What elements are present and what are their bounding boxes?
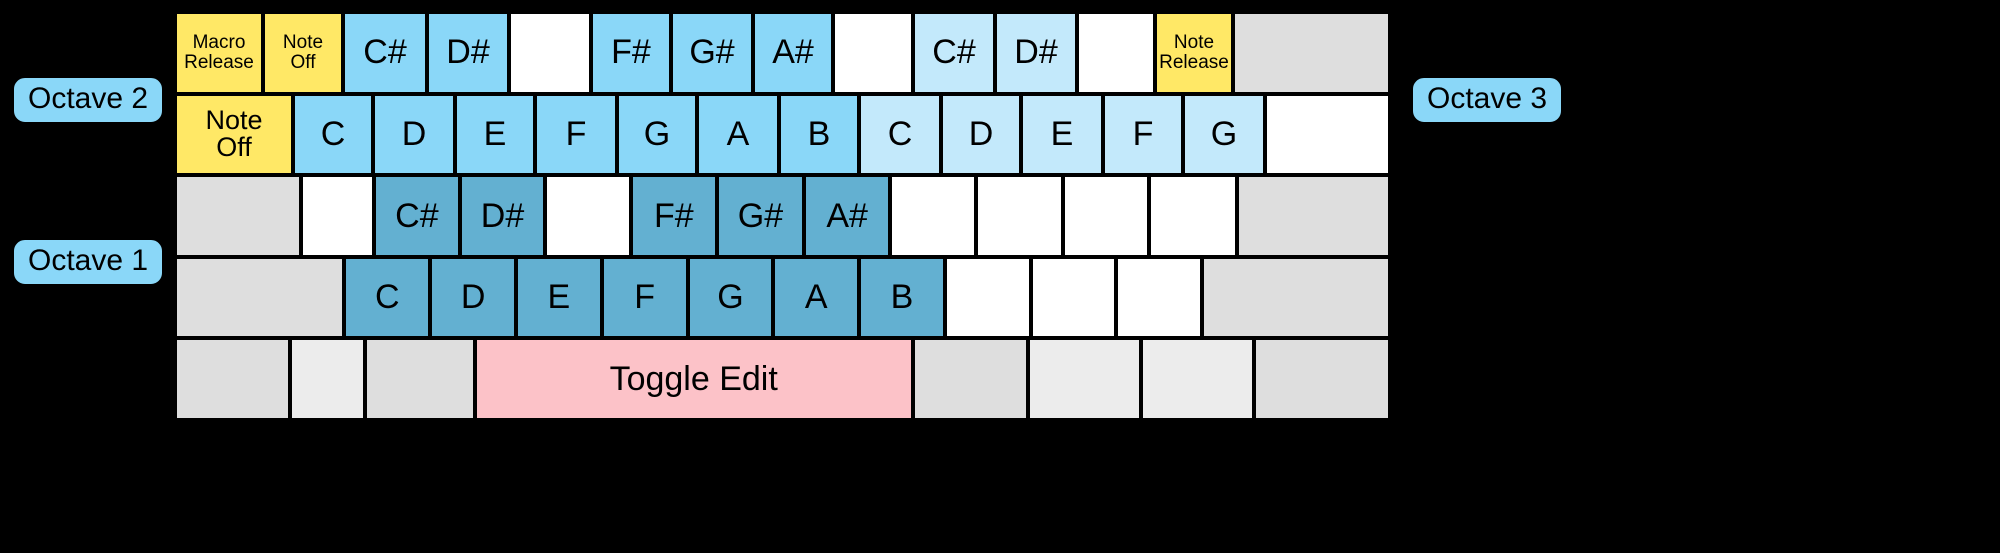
key-octave2-sharps-4-blank xyxy=(509,12,591,94)
key-octave2-naturals-12-g[interactable]: G xyxy=(1183,93,1265,176)
key-octave1-sharps-0-blank xyxy=(175,175,302,257)
key-octave1-sharps-9-blank xyxy=(975,175,1064,257)
key-bottom-modifiers-7-blank xyxy=(1253,338,1390,420)
octave-3-label: Octave 3 xyxy=(1411,76,1564,124)
key-octave1-naturals-8-blank xyxy=(944,256,1031,339)
key-octave1-naturals-10-blank xyxy=(1116,256,1203,339)
key-octave1-naturals-6-a[interactable]: A xyxy=(773,256,860,339)
key-octave2-sharps-13-blank xyxy=(1233,12,1390,94)
key-octave2-naturals-11-f[interactable]: F xyxy=(1103,93,1183,176)
keyboard-row-bottom-modifiers: Toggle Edit xyxy=(175,338,1390,420)
key-octave2-naturals-6-a[interactable]: A xyxy=(697,93,779,176)
key-octave2-naturals-8-c[interactable]: C xyxy=(859,93,941,176)
key-bottom-modifiers-4-blank xyxy=(912,338,1028,420)
key-octave1-sharps-11-blank xyxy=(1149,175,1237,257)
key-octave1-sharps-2-csharp[interactable]: C# xyxy=(374,175,460,257)
key-octave1-naturals-3-e[interactable]: E xyxy=(515,256,602,339)
key-octave2-naturals-9-d[interactable]: D xyxy=(941,93,1021,176)
key-octave2-naturals-1-c[interactable]: C xyxy=(293,93,373,176)
octave-1-label: Octave 1 xyxy=(12,238,165,286)
key-octave2-naturals-5-g[interactable]: G xyxy=(617,93,697,176)
key-bottom-modifiers-1-blank xyxy=(290,338,366,420)
key-octave2-sharps-7-asharp[interactable]: A# xyxy=(753,12,833,94)
key-octave1-sharps-1-blank xyxy=(301,175,375,257)
key-octave1-naturals-9-blank xyxy=(1030,256,1117,339)
key-octave1-sharps-6-gsharp[interactable]: G# xyxy=(716,175,805,257)
key-octave1-naturals-2-d[interactable]: D xyxy=(430,256,516,339)
key-octave2-naturals-3-e[interactable]: E xyxy=(455,93,535,176)
key-octave1-sharps-3-dsharp[interactable]: D# xyxy=(459,175,546,257)
key-octave2-sharps-9-csharp[interactable]: C# xyxy=(913,12,995,94)
key-octave2-sharps-3-dsharp[interactable]: D# xyxy=(427,12,509,94)
key-octave2-naturals-13-blank xyxy=(1265,93,1390,176)
key-octave1-sharps-5-fsharp[interactable]: F# xyxy=(630,175,717,257)
key-octave1-naturals-5-g[interactable]: G xyxy=(687,256,774,339)
key-octave2-naturals-4-f[interactable]: F xyxy=(535,93,617,176)
key-octave1-sharps-10-blank xyxy=(1063,175,1149,257)
key-octave1-naturals-0-blank xyxy=(175,256,345,339)
key-octave1-naturals-7-b[interactable]: B xyxy=(859,256,945,339)
key-octave2-naturals-2-d[interactable]: D xyxy=(373,93,455,176)
key-octave1-sharps-7-asharp[interactable]: A# xyxy=(804,175,890,257)
key-octave2-sharps-10-dsharp[interactable]: D# xyxy=(995,12,1077,94)
key-octave1-naturals-1-c[interactable]: C xyxy=(344,256,431,339)
key-octave1-naturals-4-f[interactable]: F xyxy=(601,256,688,339)
octave-2-label: Octave 2 xyxy=(12,76,165,124)
key-octave2-sharps-5-fsharp[interactable]: F# xyxy=(591,12,671,94)
key-octave2-naturals-7-b[interactable]: B xyxy=(779,93,859,176)
key-octave1-sharps-4-blank xyxy=(545,175,631,257)
key-bottom-modifiers-3-toggleedit[interactable]: Toggle Edit xyxy=(474,338,913,420)
key-bottom-modifiers-6-blank xyxy=(1140,338,1254,420)
key-bottom-modifiers-0-blank xyxy=(175,338,291,420)
key-octave1-sharps-8-blank xyxy=(889,175,976,257)
key-octave2-sharps-8-blank xyxy=(833,12,913,94)
key-bottom-modifiers-2-blank xyxy=(365,338,475,420)
key-octave2-sharps-11-blank xyxy=(1077,12,1155,94)
key-bottom-modifiers-5-blank xyxy=(1027,338,1141,420)
keyboard-row-octave1-sharps: C#D# F#G#A# xyxy=(175,175,1390,257)
key-octave2-naturals-10-e[interactable]: E xyxy=(1021,93,1103,176)
key-octave1-sharps-12-blank xyxy=(1236,175,1390,257)
key-octave1-naturals-11-blank xyxy=(1202,256,1390,339)
key-octave2-sharps-2-csharp[interactable]: C# xyxy=(343,12,427,94)
key-octave2-sharps-6-gsharp[interactable]: G# xyxy=(671,12,753,94)
